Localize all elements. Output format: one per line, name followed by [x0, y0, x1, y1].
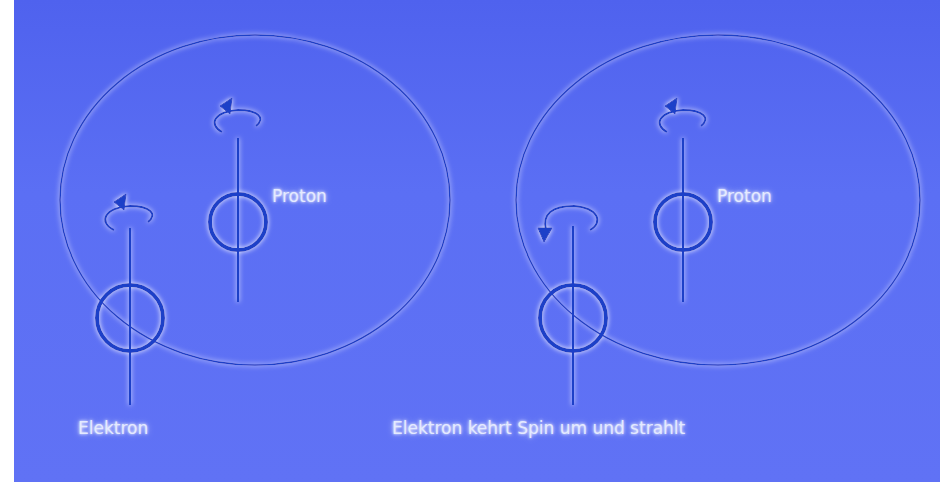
- part-label: Proton: [717, 186, 772, 206]
- spin-arrow: [215, 110, 261, 132]
- orbit: [60, 35, 450, 365]
- spin-axis: [129, 228, 131, 405]
- proton-circle: [210, 194, 266, 250]
- electron-circle: [540, 285, 606, 351]
- electron-circle: [97, 285, 163, 351]
- spin-axis: [237, 138, 239, 302]
- arrowhead: [538, 228, 552, 242]
- proton-circle: [655, 194, 711, 250]
- arrowhead: [665, 98, 677, 114]
- spin-arrow: [660, 110, 706, 132]
- arrowhead: [220, 98, 232, 114]
- part-label: Elektron kehrt Spin um und strahlt: [392, 418, 685, 438]
- part-label: Proton: [272, 186, 327, 206]
- spin-axis: [682, 138, 684, 302]
- orbit: [516, 35, 920, 365]
- part-label: Elektron: [78, 418, 148, 438]
- spin-arrow: [105, 206, 152, 230]
- spin-axis: [572, 226, 574, 405]
- arrowhead: [114, 194, 126, 210]
- background-panel: [14, 0, 940, 482]
- spin-arrow: [545, 206, 597, 230]
